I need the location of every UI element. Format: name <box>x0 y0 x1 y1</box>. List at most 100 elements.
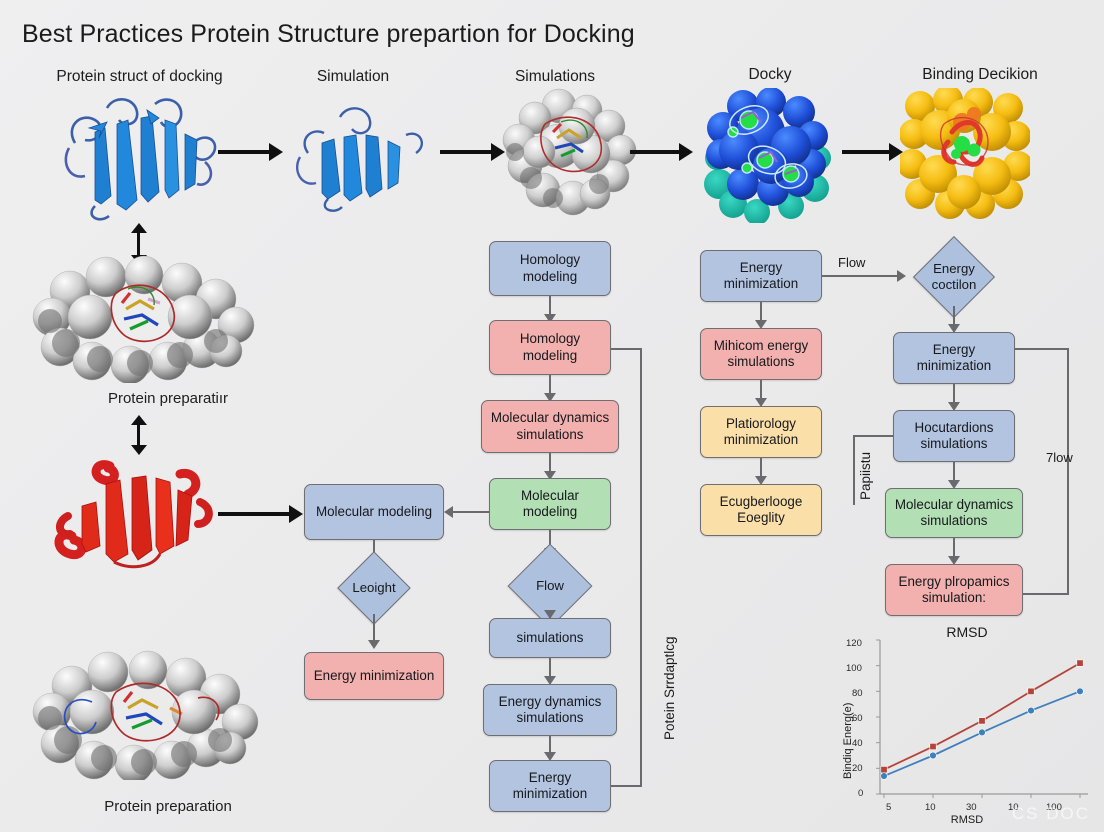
pipeline-arrow-0 <box>218 143 283 161</box>
flow-right-edge-1 <box>953 384 955 406</box>
protein-ribbon-red-icon <box>48 450 233 570</box>
flow-center-arrow-4 <box>544 610 556 619</box>
flow-rightmid-vertical-label: Papiistu <box>858 451 873 500</box>
flow-center-edge-0 <box>549 296 551 318</box>
flow-center-node-4-label: Flow <box>536 578 564 594</box>
flow-left-node-0-label: Molecular modeling <box>315 503 433 519</box>
flow-center-arrow-6 <box>544 752 556 761</box>
chart-xlabel: RMSD <box>950 814 984 826</box>
flow-center-arrow-1 <box>544 393 556 402</box>
flow-right-edge-0 <box>953 306 955 328</box>
flow-center-edge-2 <box>549 453 551 475</box>
protein-surface-gold-icon <box>900 88 1030 223</box>
flow-center-vertical-label: Potein Srrdaptlcg <box>662 636 677 740</box>
flow-center-arrow-0 <box>544 314 556 323</box>
protein-surface-grey-icon <box>495 86 650 226</box>
flow-edge-to-diamond <box>822 275 900 277</box>
flow-right-edge-label: 7low <box>1046 450 1073 465</box>
flow-right-arrow-3 <box>948 556 960 565</box>
chart-ylabel: Bindiq Energ(e) <box>842 702 854 779</box>
flow-right-edge-3 <box>953 538 955 560</box>
pipeline-caption-0: Protein struct of docking <box>56 68 223 85</box>
flow-left-node-2[interactable]: Energy minimization <box>304 652 444 700</box>
left-to-flow-arrow <box>218 505 303 523</box>
pipeline-arrow-3 <box>842 143 903 161</box>
flow-center-arrow-5 <box>544 676 556 685</box>
pipeline-caption-1: Simulation <box>316 68 390 85</box>
flow-center-node-4[interactable]: Flow <box>487 543 613 629</box>
watermark: CS DOC <box>1011 804 1090 823</box>
flow-left-node-2-label: Energy minimization <box>313 667 435 683</box>
chart-ytick-6: 120 <box>846 638 862 649</box>
flow-left-node-0[interactable]: Molecular modeling <box>304 484 444 540</box>
chart-ytick-5: 100 <box>846 663 862 674</box>
flow-center-arrow-2 <box>544 471 556 480</box>
flow-left-edge-1 <box>373 614 375 642</box>
chart-xtick-1: 10 <box>925 802 936 813</box>
flow-right-loop-top <box>1015 348 1069 350</box>
flow-rightmid-arrow-0 <box>755 320 767 329</box>
protein-ribbon-blue-2-icon <box>288 95 438 215</box>
flow-rightmid-edge-label: Flow <box>838 255 866 270</box>
center-to-left-edge <box>452 511 494 513</box>
page-title: Best Practices Protein Structure prepart… <box>22 20 635 48</box>
papiistu-loop-h <box>853 435 901 437</box>
flow-center-loop-bottom <box>611 785 642 787</box>
flow-rightmid-arrow-2 <box>755 476 767 485</box>
chart-xtick-0: 5 <box>886 802 892 813</box>
flow-center-loop-top <box>611 348 642 350</box>
flow-edge-to-diamond-arrow <box>897 270 906 282</box>
chart-ytick-2: 40 <box>852 738 863 749</box>
flow-left-node-1[interactable]: Leoight <box>324 551 424 625</box>
protein-ribbon-blue-icon <box>55 88 230 223</box>
pipeline-caption-2: Simulations <box>514 68 596 85</box>
flow-right-arrow-2 <box>948 480 960 489</box>
flow-rightmid-arrow-1 <box>755 398 767 407</box>
flow-center-edge-6 <box>549 736 551 756</box>
flow-left-arrow-1 <box>368 640 380 649</box>
flow-center-loop-side <box>640 348 642 786</box>
flow-right-arrow-0 <box>948 324 960 333</box>
flow-right-edge-2 <box>953 462 955 484</box>
flow-center-node-5[interactable]: simulations <box>489 618 611 658</box>
left-double-arrow-1 <box>130 415 147 455</box>
chart-ytick-4: 80 <box>852 688 863 699</box>
protein-surface-grey-3-icon <box>30 650 265 780</box>
pipeline-caption-3: Docky <box>748 66 792 83</box>
flow-rightmid-edge-1 <box>760 380 762 402</box>
flow-rightmid-edge-2 <box>760 458 762 480</box>
left-double-arrow-0 <box>130 223 147 265</box>
flow-center-edge-1 <box>549 375 551 397</box>
chart-title: RMSD <box>946 624 988 640</box>
left-caption-1: Protein preparation <box>104 798 232 815</box>
pipeline-arrow-1 <box>440 143 505 161</box>
chart-xtick-2: 30 <box>966 802 977 813</box>
chart-plot-area <box>876 639 1088 798</box>
flow-right-loop-side <box>1067 348 1069 595</box>
flow-center-node-5-label: simulations <box>516 629 584 645</box>
